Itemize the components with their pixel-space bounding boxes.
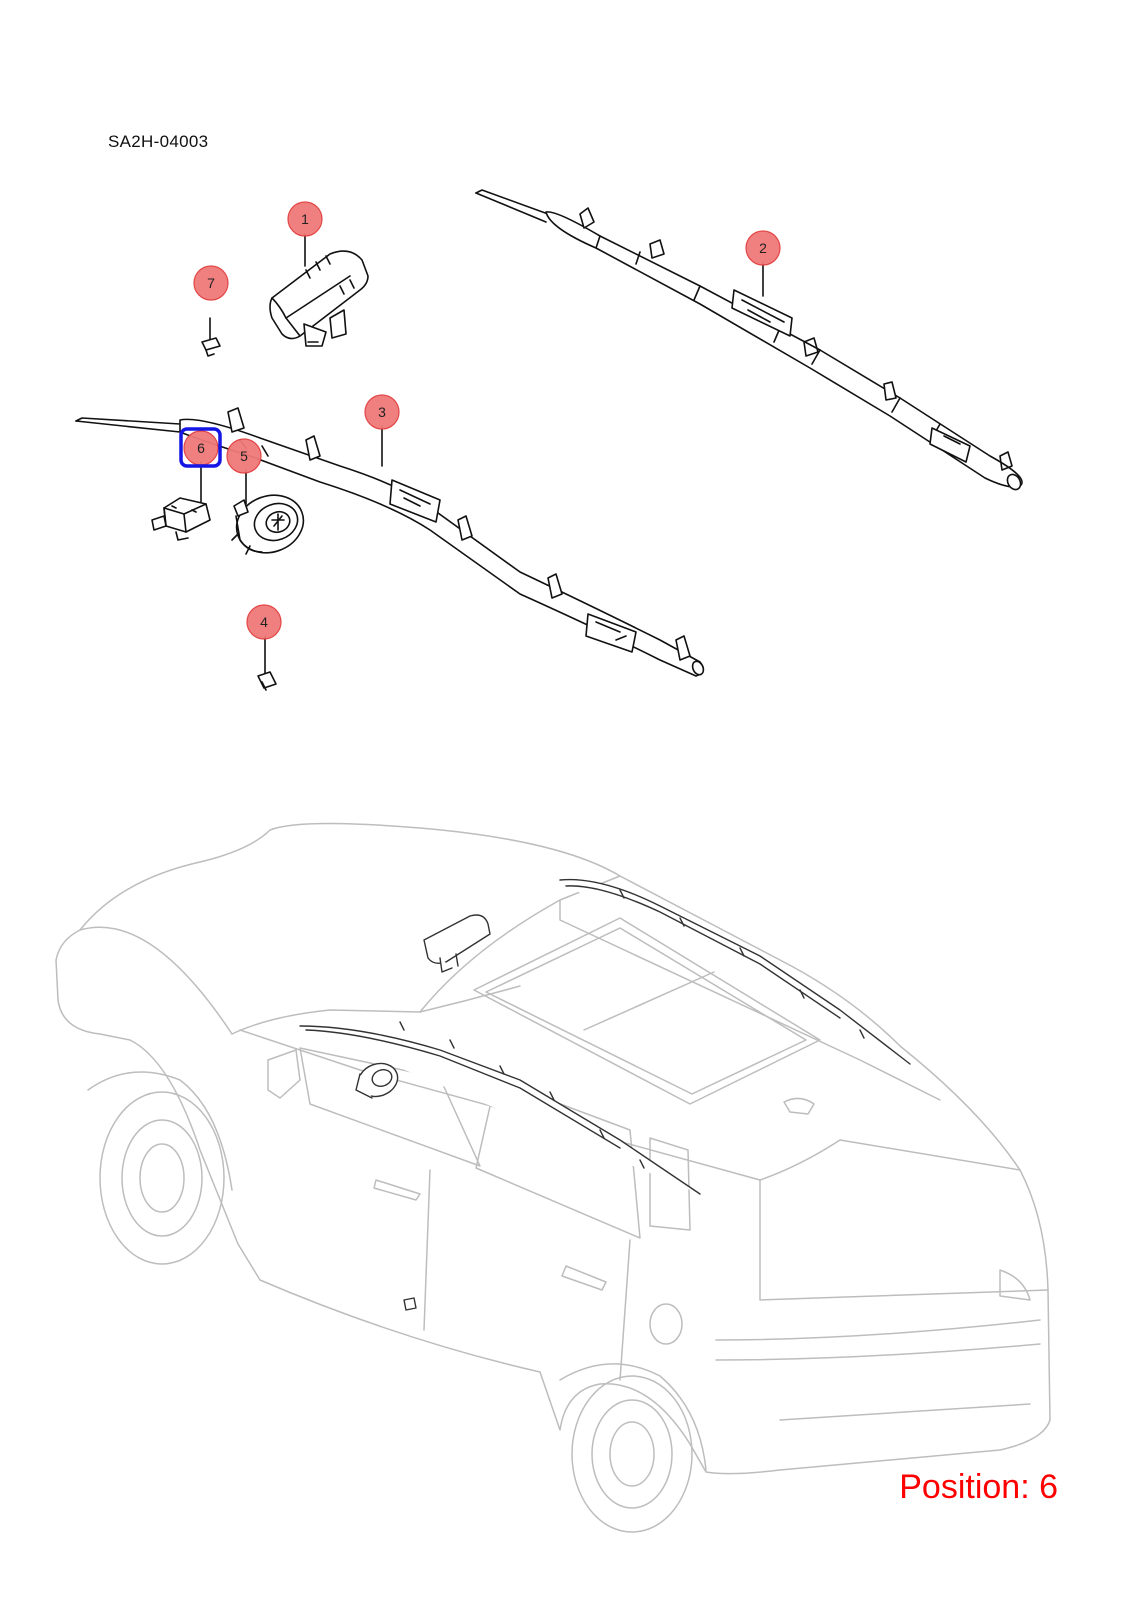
svg-text:2: 2 [759, 240, 767, 256]
part-control-module[interactable] [151, 497, 211, 541]
part-bolt-7[interactable] [201, 317, 221, 357]
svg-text:6: 6 [197, 440, 205, 456]
callout-7[interactable]: 7 [193, 265, 229, 301]
svg-text:4: 4 [260, 614, 268, 630]
callout-4[interactable]: 4 [246, 604, 282, 640]
part-clip-4[interactable] [257, 635, 277, 691]
svg-text:3: 3 [378, 404, 386, 420]
callout-2[interactable]: 2 [745, 230, 781, 266]
callout-6-selected[interactable]: 6 [179, 427, 222, 468]
svg-text:5: 5 [240, 448, 248, 464]
part-passenger-airbag[interactable] [269, 250, 369, 347]
part-curtain-airbag-left[interactable] [75, 407, 705, 677]
part-curtain-airbag-right[interactable] [475, 189, 1023, 492]
callout-3[interactable]: 3 [364, 394, 400, 430]
position-label: Position: 6 [899, 1468, 1058, 1506]
leader-lines [200, 233, 764, 505]
callout-1[interactable]: 1 [287, 201, 323, 237]
selection-highlight [179, 427, 222, 468]
callout-5[interactable]: 5 [226, 438, 262, 474]
diagram-code: SA2H-04003 [108, 132, 209, 151]
svg-text:1: 1 [301, 211, 309, 227]
svg-text:7: 7 [207, 275, 215, 291]
vehicle-illustration [55, 822, 1051, 1533]
part-driver-airbag[interactable] [228, 486, 311, 562]
